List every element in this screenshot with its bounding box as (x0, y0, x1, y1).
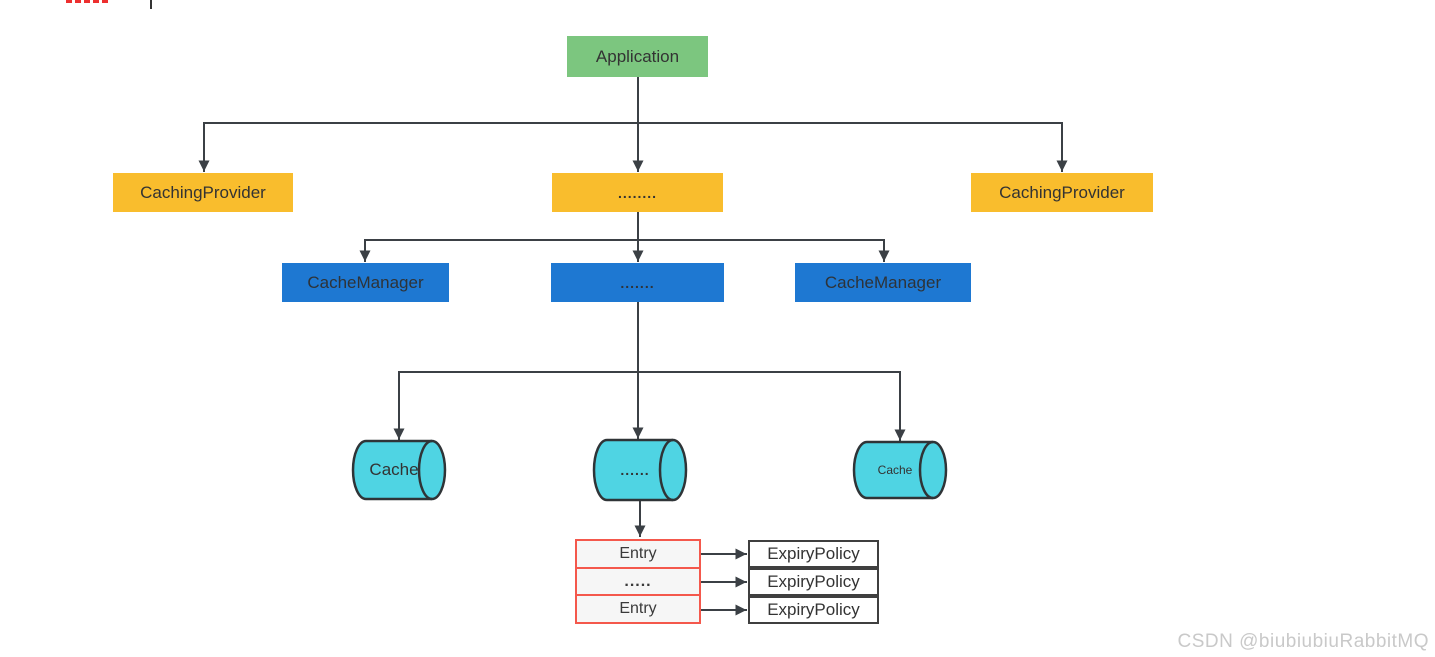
red-dashed-underline-fragment (66, 0, 108, 3)
caching-provider-node-middle: ........ (552, 173, 723, 212)
watermark: CSDN @biubiubiuRabbitMQ (1177, 631, 1429, 652)
entry-row: Entry (577, 594, 699, 622)
expiry-policy-node: ExpiryPolicy (748, 568, 879, 596)
application-label: Application (595, 46, 680, 66)
cache-manager-node-middle: ....... (551, 263, 724, 302)
expiry-policy-label: ExpiryPolicy (767, 544, 860, 563)
application-node: Application (567, 36, 708, 77)
ellipsis-label: ........ (617, 184, 658, 201)
entry-label: Entry (619, 544, 657, 562)
entry-row: Entry (577, 541, 699, 567)
caching-provider-node-left: CachingProvider (113, 173, 293, 212)
entry-row: ..... (577, 566, 699, 595)
caching-provider-label: CachingProvider (140, 182, 266, 202)
cache-manager-label: CacheManager (307, 272, 424, 292)
entry-label: Entry (619, 600, 657, 618)
text-caret-fragment (150, 0, 152, 9)
expiry-policy-label: ExpiryPolicy (767, 600, 860, 619)
expiry-policy-node: ExpiryPolicy (748, 540, 879, 568)
cache-manager-node-left: CacheManager (282, 263, 449, 302)
caching-provider-label: CachingProvider (999, 182, 1125, 202)
entry-table: Entry ..... Entry (575, 539, 701, 624)
caching-provider-node-right: CachingProvider (971, 173, 1153, 212)
ellipsis-label: ....... (620, 274, 655, 291)
cache-manager-label: CacheManager (824, 272, 942, 292)
ellipsis-label: ..... (624, 572, 652, 590)
expiry-policy-node: ExpiryPolicy (748, 596, 879, 624)
cache-manager-node-right: CacheManager (795, 263, 971, 302)
expiry-policy-label: ExpiryPolicy (767, 572, 860, 591)
